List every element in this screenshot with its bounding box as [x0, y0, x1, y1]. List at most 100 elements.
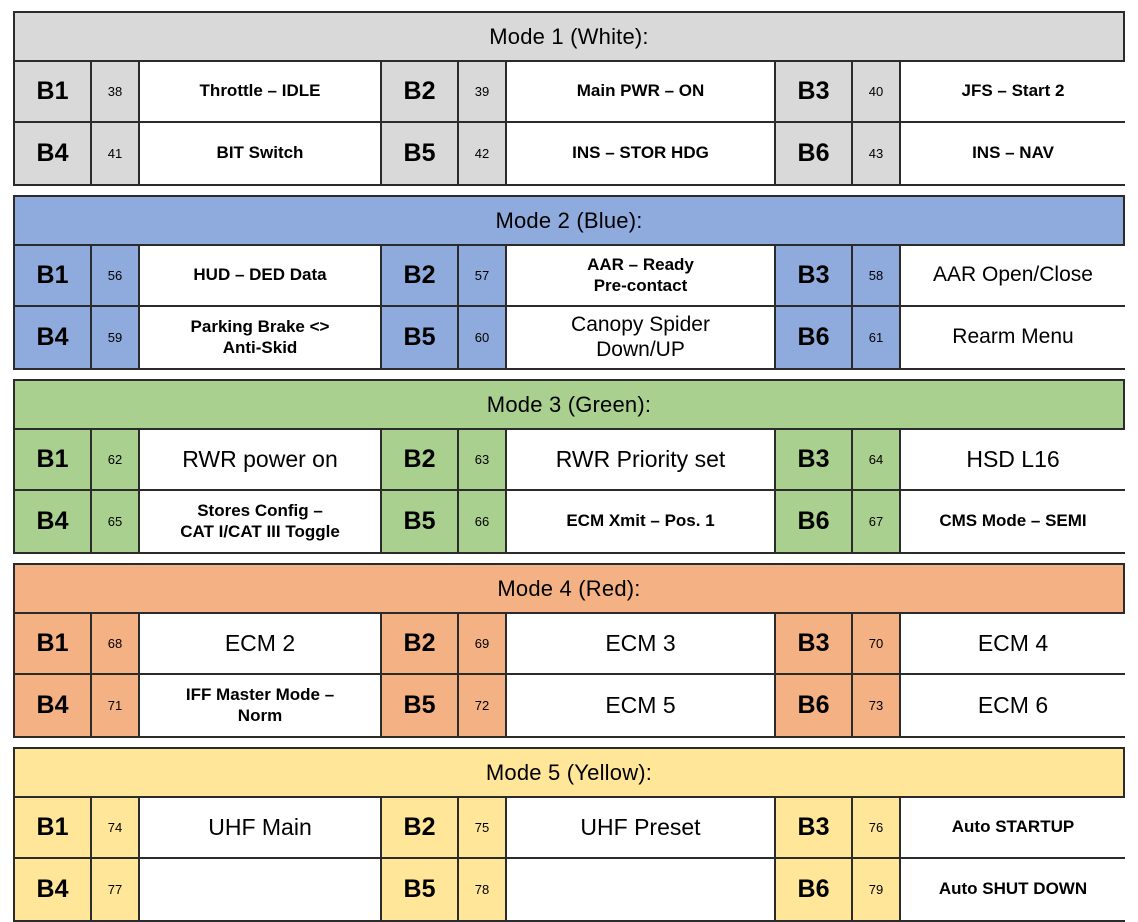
binding-number: 58: [853, 246, 901, 305]
binding-description[interactable]: HUD – DED Data: [140, 246, 382, 305]
binding-description[interactable]: ECM 6: [901, 675, 1125, 736]
button-label-b1[interactable]: B1: [15, 62, 92, 121]
button-label-b6[interactable]: B6: [776, 859, 853, 920]
button-label-b1[interactable]: B1: [15, 798, 92, 857]
button-label-b4[interactable]: B4: [15, 675, 92, 736]
mode-header-4: Mode 4 (Red):: [15, 565, 1123, 614]
binding-description[interactable]: ECM Xmit – Pos. 1: [507, 491, 776, 552]
binding-description[interactable]: UHF Preset: [507, 798, 776, 857]
binding-description[interactable]: JFS – Start 2: [901, 62, 1125, 121]
binding-description[interactable]: [507, 859, 776, 920]
binding-number: 73: [853, 675, 901, 736]
binding-description[interactable]: RWR Priority set: [507, 430, 776, 489]
binding-description[interactable]: Auto STARTUP: [901, 798, 1125, 857]
binding-number: 38: [92, 62, 140, 121]
binding-description[interactable]: Auto SHUT DOWN: [901, 859, 1125, 920]
binding-number: 42: [459, 123, 507, 184]
binding-number: 41: [92, 123, 140, 184]
button-label-b4[interactable]: B4: [15, 123, 92, 184]
binding-description[interactable]: Rearm Menu: [901, 307, 1125, 368]
binding-number: 64: [853, 430, 901, 489]
button-label-b4[interactable]: B4: [15, 491, 92, 552]
button-label-b5[interactable]: B5: [382, 675, 459, 736]
button-label-b5[interactable]: B5: [382, 859, 459, 920]
binding-description[interactable]: Stores Config –CAT I/CAT III Toggle: [140, 491, 382, 552]
binding-number: 61: [853, 307, 901, 368]
button-label-b6[interactable]: B6: [776, 491, 853, 552]
binding-number: 70: [853, 614, 901, 673]
binding-description[interactable]: AAR Open/Close: [901, 246, 1125, 305]
button-label-b3[interactable]: B3: [776, 62, 853, 121]
button-label-b2[interactable]: B2: [382, 246, 459, 305]
binding-number: 69: [459, 614, 507, 673]
binding-description[interactable]: UHF Main: [140, 798, 382, 857]
binding-number: 76: [853, 798, 901, 857]
button-label-b1[interactable]: B1: [15, 246, 92, 305]
button-label-b6[interactable]: B6: [776, 123, 853, 184]
button-label-b2[interactable]: B2: [382, 798, 459, 857]
button-label-b2[interactable]: B2: [382, 430, 459, 489]
button-label-b5[interactable]: B5: [382, 307, 459, 368]
binding-description[interactable]: BIT Switch: [140, 123, 382, 184]
button-label-b2[interactable]: B2: [382, 62, 459, 121]
button-label-b6[interactable]: B6: [776, 307, 853, 368]
binding-description[interactable]: INS – NAV: [901, 123, 1125, 184]
binding-description[interactable]: Main PWR – ON: [507, 62, 776, 121]
button-label-b5[interactable]: B5: [382, 491, 459, 552]
button-label-b3[interactable]: B3: [776, 246, 853, 305]
binding-description[interactable]: HSD L16: [901, 430, 1125, 489]
binding-number: 74: [92, 798, 140, 857]
binding-description[interactable]: [140, 859, 382, 920]
button-label-b3[interactable]: B3: [776, 430, 853, 489]
binding-description[interactable]: IFF Master Mode –Norm: [140, 675, 382, 736]
button-label-b3[interactable]: B3: [776, 798, 853, 857]
binding-number: 60: [459, 307, 507, 368]
button-label-b6[interactable]: B6: [776, 675, 853, 736]
binding-description[interactable]: INS – STOR HDG: [507, 123, 776, 184]
binding-description[interactable]: CMS Mode – SEMI: [901, 491, 1125, 552]
button-label-b2[interactable]: B2: [382, 614, 459, 673]
binding-description[interactable]: RWR power on: [140, 430, 382, 489]
binding-description[interactable]: ECM 4: [901, 614, 1125, 673]
button-label-b4[interactable]: B4: [15, 307, 92, 368]
binding-description[interactable]: ECM 5: [507, 675, 776, 736]
button-label-b1[interactable]: B1: [15, 430, 92, 489]
button-label-b5[interactable]: B5: [382, 123, 459, 184]
button-label-b4[interactable]: B4: [15, 859, 92, 920]
binding-number: 63: [459, 430, 507, 489]
binding-description[interactable]: Throttle – IDLE: [140, 62, 382, 121]
binding-description[interactable]: ECM 3: [507, 614, 776, 673]
button-label-b3[interactable]: B3: [776, 614, 853, 673]
binding-description[interactable]: ECM 2: [140, 614, 382, 673]
binding-number: 68: [92, 614, 140, 673]
binding-description[interactable]: Parking Brake <>Anti-Skid: [140, 307, 382, 368]
mode-header-5: Mode 5 (Yellow):: [15, 749, 1123, 798]
button-label-b1[interactable]: B1: [15, 614, 92, 673]
